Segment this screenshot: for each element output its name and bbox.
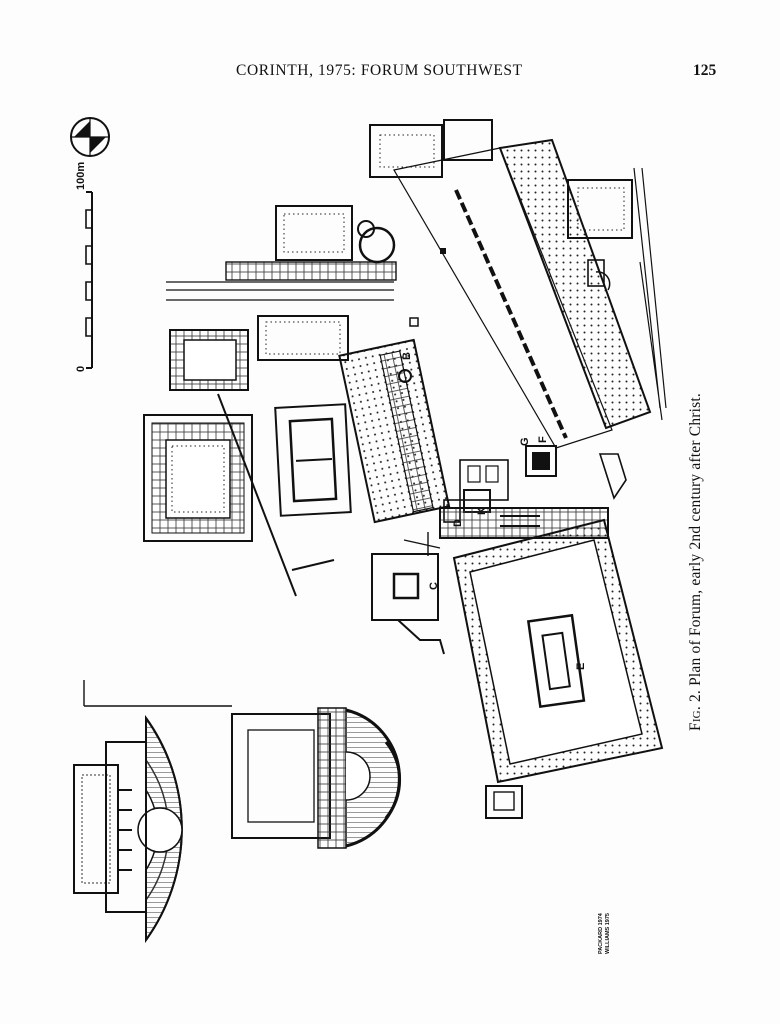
credit-line-1: PACKARD 1974: [598, 913, 604, 954]
plan-label-d: D: [452, 519, 464, 527]
south-precinct: [371, 507, 664, 819]
figure-caption-text: Plan of Forum, early 2nd century after C…: [687, 393, 704, 686]
figure-caption: Fig. 2. Plan of Forum, early 2nd century…: [687, 393, 705, 731]
plan-label-g: G: [519, 437, 531, 446]
north-buildings: [166, 119, 667, 421]
theatre: [73, 680, 232, 944]
plan-label-f: F: [537, 436, 549, 443]
temple-precincts: [143, 315, 352, 597]
plan-label-e: E: [575, 663, 587, 670]
scale-label-zero: 0: [75, 366, 87, 372]
page-number: 125: [693, 62, 717, 79]
draftsman-credit: PACKARD 1974 WILLIAMS 1975: [598, 913, 612, 954]
page-header: CORINTH, 1975: FORUM SOUTHWEST 125: [0, 62, 780, 86]
forum-central: [338, 138, 652, 524]
plan-label-c: C: [428, 582, 440, 590]
figure-caption-number: Fig. 2.: [687, 689, 704, 731]
north-arrow-icon: [70, 117, 110, 157]
scale-bar: 100m 0: [75, 162, 93, 372]
scale-label-max: 100m: [75, 162, 87, 190]
odeion: [231, 707, 401, 849]
credit-line-2: WILLIAMS 1975: [605, 913, 611, 954]
plan-label-b: B: [401, 352, 413, 360]
plan-label-k: K: [476, 507, 488, 515]
running-title: CORINTH, 1975: FORUM SOUTHWEST: [236, 62, 523, 79]
